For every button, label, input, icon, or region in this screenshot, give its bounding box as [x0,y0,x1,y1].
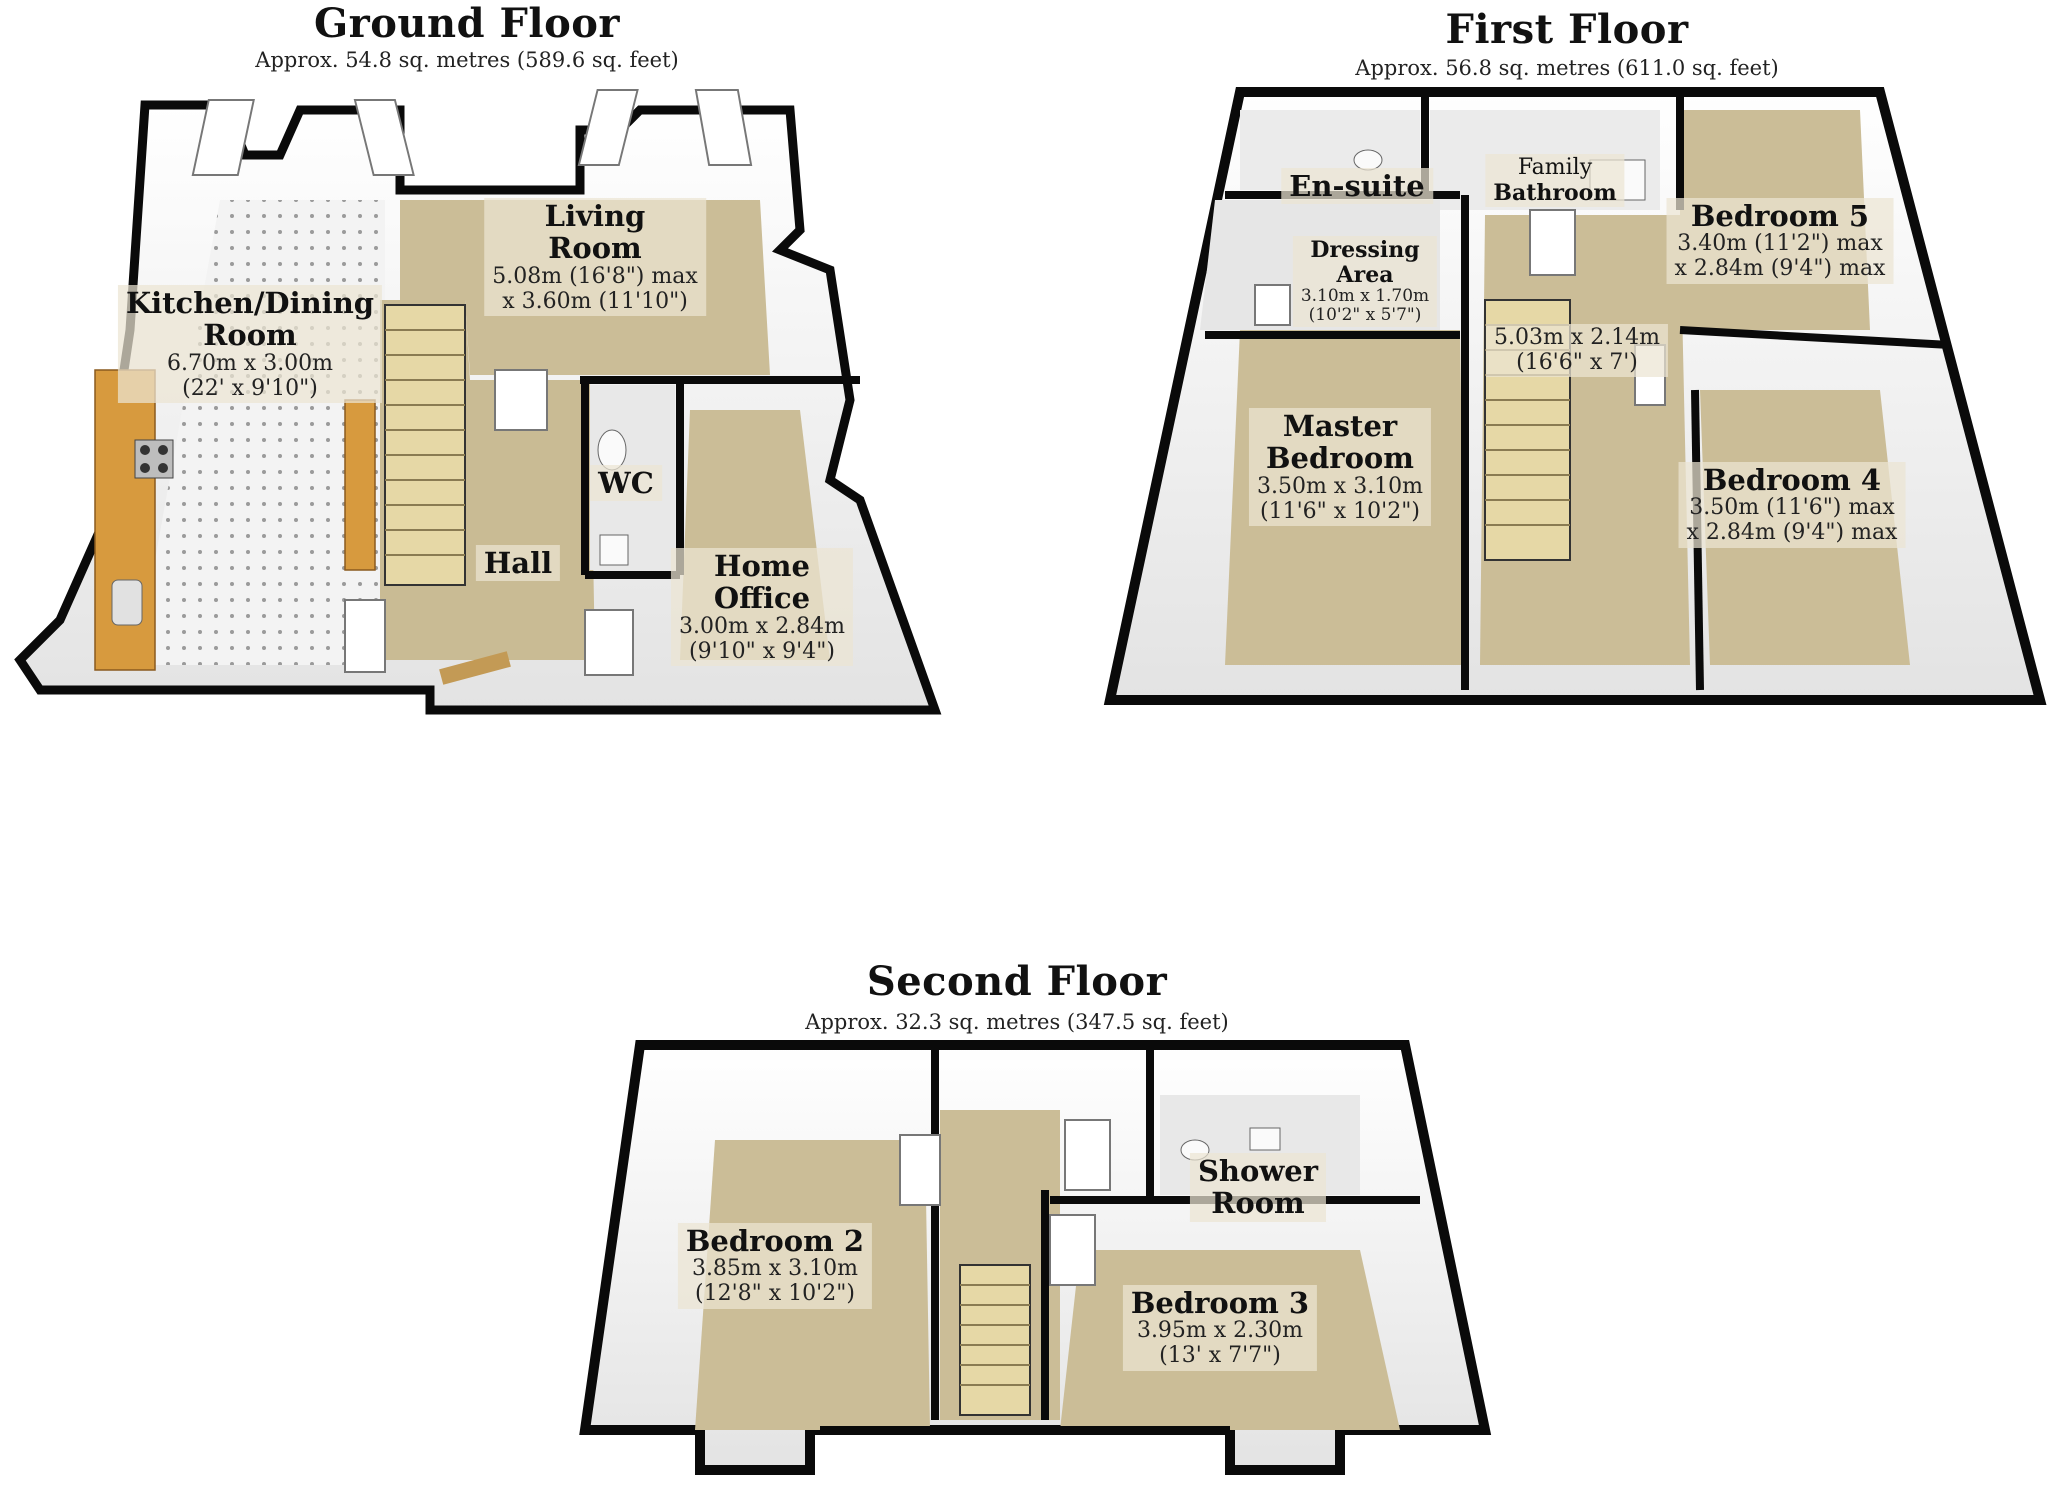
ground-floor-title: Ground Floor [314,0,620,47]
second-doors [899,1119,1111,1286]
bedroom-2-label: Bedroom 2 3.85m x 3.10m (12'8" x 10'2") [677,1223,873,1309]
wc-toilet [597,429,627,471]
shower-room-label: Shower Room [1189,1153,1327,1222]
bedroom-3-label: Bedroom 3 3.95m x 2.30m (13' x 7'7") [1122,1285,1318,1371]
front-door [439,651,511,685]
en-suite-label: En-suite [1281,168,1433,205]
second-floor-area: Approx. 32.3 sq. metres (347.5 sq. feet) [805,1010,1229,1034]
bedroom-5-label: Bedroom 5 3.40m (11'2") max x 2.84m (9'4… [1666,198,1894,284]
dressing-area-label: Dressing Area 3.10m x 1.70m (10'2" x 5'7… [1292,236,1438,328]
ground-doors [191,89,753,676]
kitchen-dining-label: Kitchen/Dining Room 6.70m x 3.00m (22' x… [117,285,383,404]
ensuite-basin [1353,149,1383,171]
home-office-label: Home Office 3.00m x 2.84m (9'10" x 9'4") [670,548,854,667]
ground-stairs [384,304,466,586]
living-room-label: Living Room 5.08m (16'8") max x 3.60m (1… [484,198,706,317]
worktop-right [344,399,376,571]
first-floor-title: First Floor [1445,6,1689,53]
landing-label: 5.03m x 2.14m (16'6" x 7') [1485,324,1669,378]
hob-rings [140,445,168,473]
hob [134,439,174,479]
hall-label: Hall [475,545,561,582]
ground-floor-area: Approx. 54.8 sq. metres (589.6 sq. feet) [255,48,679,72]
wc-label: WC [590,465,662,502]
first-floor-area: Approx. 56.8 sq. metres (611.0 sq. feet) [1355,56,1779,80]
shower-room-toilet [1249,1127,1281,1151]
wc-basin [599,534,629,566]
second-floor-title: Second Floor [866,958,1168,1005]
bedroom-4-label: Bedroom 4 3.50m (11'6") max x 2.84m (9'4… [1678,462,1906,548]
master-bedroom-label: Master Bedroom 3.50m x 3.10m (11'6" x 10… [1248,408,1432,527]
second-stairs [959,1264,1031,1416]
family-bathroom-label: Family Bathroom [1485,154,1625,208]
ground-internal-walls [580,376,860,579]
kitchen-sink [111,579,143,626]
